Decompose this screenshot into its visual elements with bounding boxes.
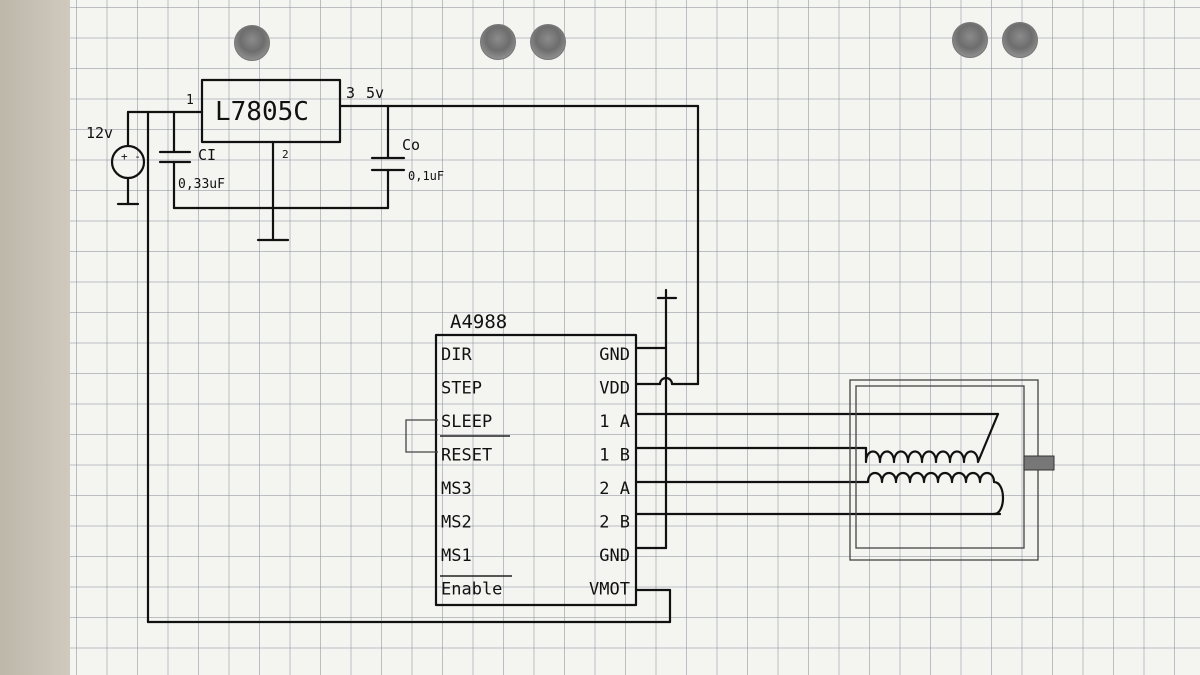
driver-right-pin-label: GND <box>599 546 630 566</box>
regulator-name: L7805C <box>215 97 309 127</box>
driver-left-pin-label: MS2 <box>441 513 472 533</box>
driver-left-pin-label: DIR <box>441 345 472 365</box>
regulator-ic: L7805C 1 2 3 5v <box>186 78 384 242</box>
regulator-output-voltage: 5v <box>366 84 384 102</box>
driver-right-pin-label: 1 A <box>599 412 630 432</box>
punch-hole <box>234 25 270 61</box>
punch-hole <box>1002 22 1038 58</box>
coil-icon <box>866 471 1005 516</box>
driver-right-pin-label: 1 B <box>599 446 630 466</box>
output-capacitor-value: 0,1uF <box>408 169 444 183</box>
driver-right-pin-label: VDD <box>599 379 630 399</box>
output-capacitor-name: Co <box>402 136 420 154</box>
driver-wiring <box>634 288 1002 550</box>
stepper-motor <box>849 379 1055 561</box>
punch-hole <box>480 24 516 60</box>
input-capacitor-value: 0,33uF <box>178 177 225 192</box>
desk-background <box>0 0 70 675</box>
driver-right-pin-label: VMOT <box>589 580 630 600</box>
driver-name: A4988 <box>450 311 507 333</box>
motor-shaft-icon <box>1023 455 1055 471</box>
power-supply: + - 12v <box>86 110 204 206</box>
driver-left-pin-label: SLEEP <box>441 412 492 432</box>
driver-left-pin-label: STEP <box>441 379 482 399</box>
punch-hole <box>952 22 988 58</box>
driver-left-pin-label: RESET <box>441 446 492 466</box>
driver-right-pin-label: 2 A <box>599 479 630 499</box>
input-capacitor-name: CI <box>198 146 216 164</box>
input-capacitor: CI 0,33uF <box>158 110 225 210</box>
regulator-pin-in: 1 <box>186 93 194 108</box>
driver-right-pin-label: GND <box>599 345 630 365</box>
output-capacitor: Co 0,1uF <box>370 104 444 210</box>
driver-right-pin-label: 2 B <box>599 513 630 533</box>
supply-polarity: + - <box>121 150 141 163</box>
regulator-pin-gnd: 2 <box>282 148 289 161</box>
regulator-pin-out: 3 <box>346 84 355 102</box>
driver-left-pin-label: Enable <box>441 580 502 600</box>
punch-hole <box>530 24 566 60</box>
supply-voltage-label: 12v <box>86 124 113 142</box>
driver-left-pin-label: MS3 <box>441 479 472 499</box>
coil-icon <box>864 412 1000 464</box>
driver-left-pin-label: MS1 <box>441 546 472 566</box>
